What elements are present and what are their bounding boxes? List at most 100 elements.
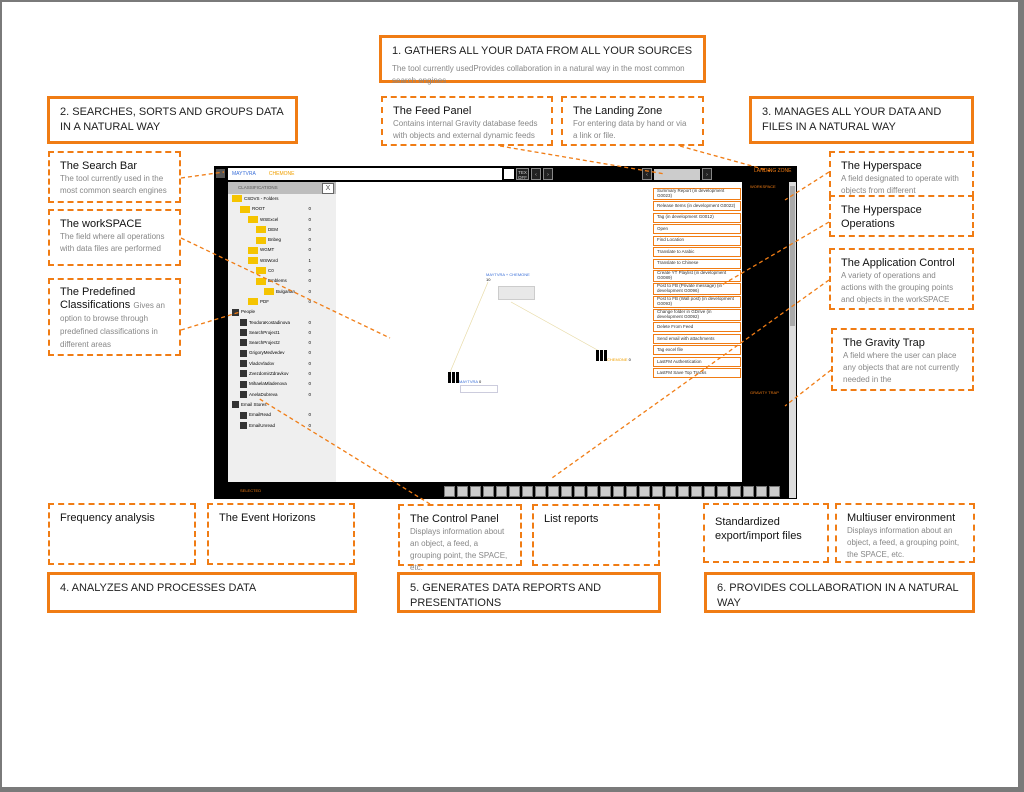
search-tag[interactable]: CHEMONE bbox=[268, 171, 295, 177]
tree-item[interactable]: Email Stores bbox=[228, 400, 336, 410]
tree-item-label: PDF bbox=[260, 298, 269, 304]
toolbar-tool-icon[interactable] bbox=[717, 486, 728, 497]
tree-item[interactable]: People bbox=[228, 307, 336, 317]
toolbar-tool-icon[interactable] bbox=[587, 486, 598, 497]
prev-button[interactable]: ‹ bbox=[531, 168, 541, 180]
menu-item[interactable]: Delete From Feed bbox=[653, 322, 741, 333]
toolbar-tool-icon[interactable] bbox=[691, 486, 702, 497]
folder-icon bbox=[256, 277, 266, 285]
toolbar-tool-icon[interactable] bbox=[769, 486, 780, 497]
toolbar-tool-icon[interactable] bbox=[548, 486, 559, 497]
close-button[interactable]: X bbox=[322, 183, 334, 194]
tree-item-count: 0 bbox=[308, 268, 311, 274]
toolbar-tool-icon[interactable] bbox=[665, 486, 676, 497]
tree-item-label: WSWord bbox=[260, 257, 278, 263]
person-icon bbox=[240, 329, 247, 337]
hyperspace-label: WORKSPACE bbox=[750, 184, 776, 189]
next-button[interactable]: › bbox=[543, 168, 553, 180]
search-tag[interactable]: MAYTVRA bbox=[232, 171, 256, 177]
toolbar-tool-icon[interactable] bbox=[457, 486, 468, 497]
toolbar-tool-icon[interactable] bbox=[535, 486, 546, 497]
folder-icon bbox=[256, 226, 266, 234]
menu-item[interactable]: Send email with attachments bbox=[653, 333, 741, 344]
menu-item[interactable]: Release Items (in development G0022) bbox=[653, 201, 741, 212]
tree-item-label: EmailRead bbox=[249, 412, 272, 418]
search-icon[interactable] bbox=[504, 169, 514, 179]
classifications-header: CLASSIFICATIONS bbox=[238, 185, 278, 190]
feed-next-button[interactable]: › bbox=[702, 168, 712, 180]
hyperspace-panel[interactable]: WORKSPACE GRAVITY TRAP bbox=[742, 182, 787, 498]
tree-item-label: WSExcel bbox=[260, 216, 279, 222]
scrollbar[interactable] bbox=[789, 182, 796, 498]
toolbar-tool-icon[interactable] bbox=[522, 486, 533, 497]
menu-item[interactable]: LastFM Authentication bbox=[653, 356, 741, 367]
toolbar-tool-icon[interactable] bbox=[626, 486, 637, 497]
menu-item[interactable]: LastFM Save Top Tracks bbox=[653, 368, 741, 379]
menu-item[interactable]: Find Location bbox=[653, 235, 741, 246]
menu-item[interactable]: Translate to Chinese bbox=[653, 258, 741, 269]
text-off-button[interactable]: TEX OFF bbox=[516, 168, 529, 180]
tree-item[interactable]: CSDVS - Folders bbox=[228, 194, 336, 204]
menu-item[interactable]: Post to FB (Wall post) (in development G… bbox=[653, 296, 741, 308]
search-bar[interactable]: MAYTVRA CHEMONE bbox=[228, 168, 502, 180]
toolbar-tool-icon[interactable] bbox=[444, 486, 455, 497]
gravity-trap-label[interactable]: GRAVITY TRAP bbox=[750, 390, 779, 395]
menu-item[interactable]: Tag excel file bbox=[653, 345, 741, 356]
object-group[interactable] bbox=[460, 385, 498, 393]
home-icon[interactable] bbox=[216, 169, 225, 178]
grouping-point[interactable]: MAYTVRA 0 bbox=[448, 372, 481, 384]
object-group[interactable] bbox=[498, 286, 535, 300]
toolbar-tool-icon[interactable] bbox=[574, 486, 585, 497]
grouping-point[interactable]: CHEMONE 0 bbox=[596, 350, 631, 362]
menu-item[interactable]: Open bbox=[653, 224, 741, 235]
toolbar-tool-icon[interactable] bbox=[639, 486, 650, 497]
toolbar-tool-icon[interactable] bbox=[496, 486, 507, 497]
tree-item-count: 0 bbox=[308, 340, 311, 346]
toolbar-tool-icon[interactable] bbox=[561, 486, 572, 497]
toolbar-tool-icon[interactable] bbox=[470, 486, 481, 497]
toolbar-tool-icon[interactable] bbox=[704, 486, 715, 497]
toolbar-tool-icon[interactable] bbox=[678, 486, 689, 497]
menu-item[interactable]: Create YT Playlist (in development G0089… bbox=[653, 270, 741, 282]
landing-zone[interactable]: LANDING ZONE bbox=[754, 168, 792, 174]
toolbar-tool-icon[interactable] bbox=[509, 486, 520, 497]
feed-panel[interactable] bbox=[654, 169, 700, 180]
feed-prev-button[interactable]: ‹ bbox=[642, 168, 652, 180]
menu-item[interactable]: Tag (in development G0012) bbox=[653, 212, 741, 223]
toolbar-tool-icon[interactable] bbox=[483, 486, 494, 497]
tree-item-count: 0 bbox=[308, 381, 311, 387]
menu-item[interactable]: Post to FB (Private message) (in develop… bbox=[653, 283, 741, 295]
toolbar-tool-icon[interactable] bbox=[756, 486, 767, 497]
menu-item[interactable]: Translate to Arabic bbox=[653, 247, 741, 258]
menu-item[interactable]: Summary Report (in development G0023) bbox=[653, 188, 741, 200]
menu-item[interactable]: Change folder in GDrive (in development … bbox=[653, 309, 741, 321]
toolbar-tool-icon[interactable] bbox=[730, 486, 741, 497]
toolbar-tool-icon[interactable] bbox=[600, 486, 611, 497]
toolbar-tool-icon[interactable] bbox=[652, 486, 663, 497]
tree-item-count: 0 bbox=[308, 350, 311, 356]
toolbar-tool-icon[interactable] bbox=[613, 486, 624, 497]
toolbar-tool-icon[interactable] bbox=[743, 486, 754, 497]
